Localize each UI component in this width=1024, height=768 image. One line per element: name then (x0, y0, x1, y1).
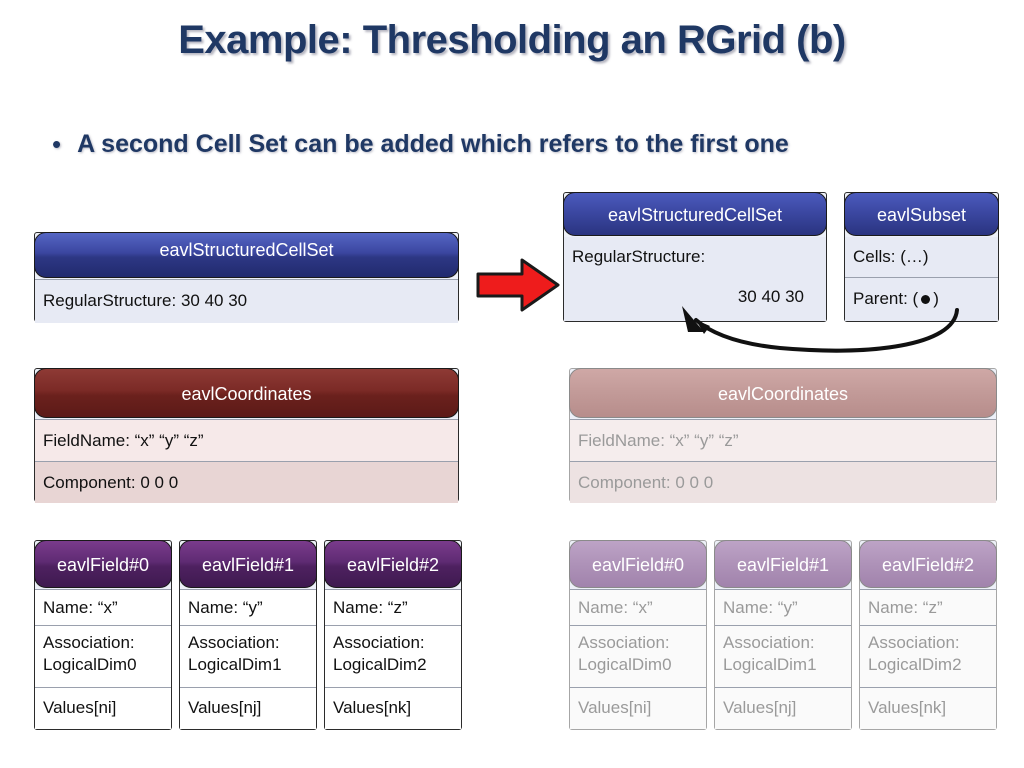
right-coordinates-header: eavlCoordinates (569, 368, 997, 418)
left-coordinates-header: eavlCoordinates (34, 368, 459, 418)
parent-pointer-dot-icon (921, 295, 931, 305)
left-coordinates-box: eavlCoordinates FieldName: “x” “y” “z” C… (34, 368, 459, 503)
left-field-0-header: eavlField#0 (34, 540, 172, 588)
right-subset-box: eavlSubset Cells: (…) Parent: () (844, 192, 999, 322)
right-field-0-association: Association: LogicalDim0 (570, 625, 706, 687)
left-field-2-values: Values[nk] (325, 687, 461, 729)
left-field-0-association: Association: LogicalDim0 (35, 625, 171, 687)
left-coordinates-component-row: Component: 0 0 0 (35, 461, 458, 503)
left-field-1-name: Name: “y” (180, 589, 316, 625)
right-arrow-icon (476, 258, 560, 312)
right-coordinates-fieldname-row: FieldName: “x” “y” “z” (570, 419, 996, 461)
right-subset-cells-row: Cells: (…) (845, 237, 998, 277)
left-field-0-values: Values[ni] (35, 687, 171, 729)
right-field-2-box: eavlField#2 Name: “z” Association: Logic… (859, 540, 997, 730)
left-field-1-header: eavlField#1 (179, 540, 317, 588)
left-structured-cellset-box: eavlStructuredCellSet RegularStructure: … (34, 232, 459, 323)
left-field-0-name: Name: “x” (35, 589, 171, 625)
bullet-text: A second Cell Set can be added which ref… (77, 130, 789, 158)
right-regular-structure-value: 30 40 30 (564, 277, 826, 321)
right-field-0-box: eavlField#0 Name: “x” Association: Logic… (569, 540, 707, 730)
left-field-2-box: eavlField#2 Name: “z” Association: Logic… (324, 540, 462, 730)
bullet-marker-icon: • (52, 129, 62, 159)
right-field-1-name: Name: “y” (715, 589, 851, 625)
right-field-1-box: eavlField#1 Name: “y” Association: Logic… (714, 540, 852, 730)
left-field-1-values: Values[nj] (180, 687, 316, 729)
left-field-2-association: Association: LogicalDim2 (325, 625, 461, 687)
right-field-2-header: eavlField#2 (859, 540, 997, 588)
right-field-1-header: eavlField#1 (714, 540, 852, 588)
left-field-1-box: eavlField#1 Name: “y” Association: Logic… (179, 540, 317, 730)
right-field-1-values: Values[nj] (715, 687, 851, 729)
parent-label-prefix: Parent: ( (853, 289, 919, 308)
page-title: Example: Thresholding an RGrid (b) (178, 18, 846, 62)
right-field-2-association: Association: LogicalDim2 (860, 625, 996, 687)
left-coordinates-fieldname-row: FieldName: “x” “y” “z” (35, 419, 458, 461)
bullet-line: • A second Cell Set can be added which r… (52, 128, 992, 160)
parent-label-suffix: ) (933, 289, 939, 308)
right-coordinates-component-row: Component: 0 0 0 (570, 461, 996, 503)
left-structured-cellset-header: eavlStructuredCellSet (34, 232, 459, 278)
right-subset-parent-row: Parent: () (845, 277, 998, 321)
left-regular-structure-row: RegularStructure: 30 40 30 (35, 279, 458, 323)
right-field-0-header: eavlField#0 (569, 540, 707, 588)
right-field-2-name: Name: “z” (860, 589, 996, 625)
right-field-1-association: Association: LogicalDim1 (715, 625, 851, 687)
left-field-1-association: Association: LogicalDim1 (180, 625, 316, 687)
right-field-0-values: Values[ni] (570, 687, 706, 729)
right-subset-header: eavlSubset (844, 192, 999, 236)
left-field-0-box: eavlField#0 Name: “x” Association: Logic… (34, 540, 172, 730)
right-regular-structure-label: RegularStructure: (564, 237, 826, 277)
right-structured-cellset-box: eavlStructuredCellSet RegularStructure: … (563, 192, 827, 322)
left-field-2-name: Name: “z” (325, 589, 461, 625)
left-field-2-header: eavlField#2 (324, 540, 462, 588)
right-coordinates-box: eavlCoordinates FieldName: “x” “y” “z” C… (569, 368, 997, 503)
right-structured-cellset-header: eavlStructuredCellSet (563, 192, 827, 236)
right-field-2-values: Values[nk] (860, 687, 996, 729)
right-field-0-name: Name: “x” (570, 589, 706, 625)
